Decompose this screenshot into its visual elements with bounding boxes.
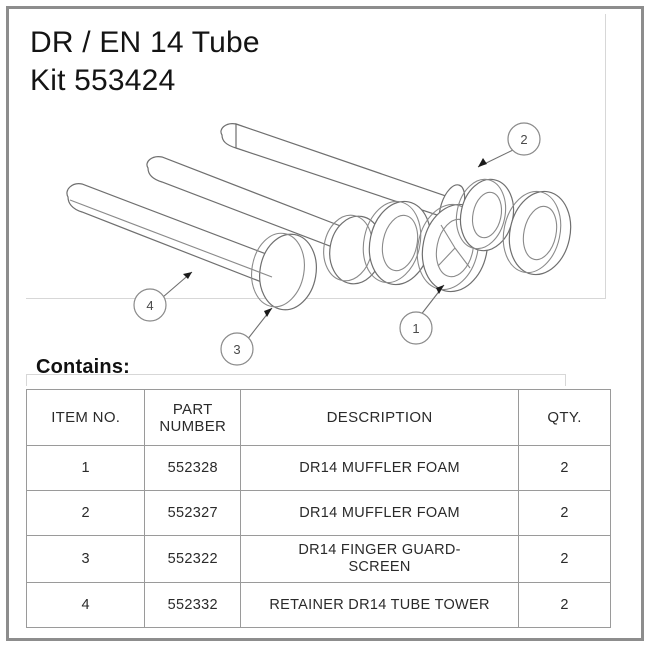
page-title: DR / EN 14 Tube Kit 553424 <box>30 24 460 100</box>
cell-description: DR14 MUFFLER FOAM <box>240 445 520 491</box>
cell-description: DR14 MUFFLER FOAM <box>240 490 520 536</box>
cell-part-number: 552332 <box>144 582 242 628</box>
cell-description: DR14 FINGER GUARD- SCREEN <box>240 535 520 583</box>
cell-part-number: 552328 <box>144 445 242 491</box>
cell-qty: 2 <box>518 490 611 536</box>
table-header-row: ITEM NO. PART NUMBER DESCRIPTION QTY. <box>25 389 611 446</box>
cell-item-no: 1 <box>25 445 146 491</box>
cell-description-line1: DR14 MUFFLER FOAM <box>299 460 460 476</box>
cell-description: RETAINER DR14 TUBE TOWER <box>240 582 520 628</box>
header-part-line2: NUMBER <box>159 417 227 435</box>
cell-part-number: 552327 <box>144 490 242 536</box>
sheet-guide-contains <box>26 374 566 386</box>
cell-item-no: 3 <box>25 535 146 583</box>
cell-qty: 2 <box>518 535 611 583</box>
table-row: 2 552327 DR14 MUFFLER FOAM 2 <box>25 490 611 536</box>
header-description: DESCRIPTION <box>240 389 520 446</box>
header-part-number: PART NUMBER <box>144 389 242 446</box>
cell-qty: 2 <box>518 445 611 491</box>
table-row: 1 552328 DR14 MUFFLER FOAM 2 <box>25 445 611 491</box>
cell-description-line1: DR14 MUFFLER FOAM <box>299 505 460 521</box>
header-part-line1: PART <box>172 400 213 418</box>
cell-item-no: 2 <box>25 490 146 536</box>
title-line-1: DR / EN 14 Tube <box>30 26 260 59</box>
table-row: 4 552332 RETAINER DR14 TUBE TOWER 2 <box>25 582 611 628</box>
cell-qty: 2 <box>518 582 611 628</box>
table-body: 1 552328 DR14 MUFFLER FOAM 2 2 552327 DR… <box>25 445 611 628</box>
title-line-2: Kit 553424 <box>30 64 176 97</box>
cell-description-line1: RETAINER DR14 TUBE TOWER <box>269 597 490 613</box>
header-qty: QTY. <box>518 389 611 446</box>
header-item-no: ITEM NO. <box>25 389 146 446</box>
table-row: 3 552322 DR14 FINGER GUARD- SCREEN 2 <box>25 535 611 583</box>
bill-of-materials-table: ITEM NO. PART NUMBER DESCRIPTION QTY. 1 … <box>25 389 611 628</box>
cell-description-line1: DR14 FINGER GUARD- <box>298 542 461 558</box>
cell-item-no: 4 <box>25 582 146 628</box>
contains-label: Contains: <box>36 356 131 378</box>
cell-description-line2: SCREEN <box>348 559 411 575</box>
cell-part-number: 552322 <box>144 535 242 583</box>
